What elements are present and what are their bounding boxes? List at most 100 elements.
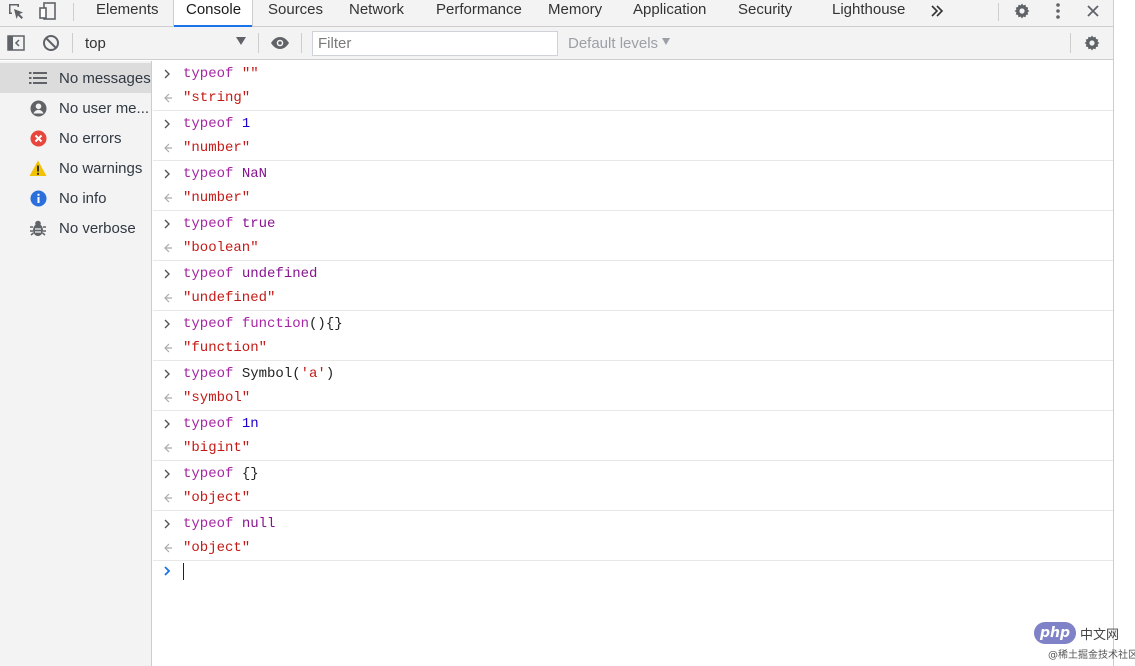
result-arrow-icon (164, 443, 172, 453)
chevron-right-icon (164, 169, 170, 179)
warning-icon (29, 159, 47, 177)
argument: true (241, 216, 276, 232)
sidebar-item-messages[interactable]: No messages (0, 63, 151, 93)
divider (1070, 33, 1071, 53)
tab-console[interactable]: Console (173, 0, 253, 27)
keyword: typeof (183, 366, 242, 382)
device-toolbar-icon[interactable] (36, 0, 60, 22)
result-arrow-icon (164, 393, 172, 403)
console-entry: typeof 1 "number" (153, 111, 1113, 161)
result-value[interactable]: "symbol" (183, 390, 251, 406)
divider (73, 3, 74, 21)
context-value: top (85, 34, 106, 52)
console-entry: typeof true "boolean" (153, 211, 1113, 261)
double-chevron-right-icon[interactable] (925, 0, 949, 22)
tab-network[interactable]: Network (349, 1, 405, 18)
argument: {} (241, 466, 259, 482)
tab-sources[interactable]: Sources (268, 1, 324, 18)
tab-memory[interactable]: Memory (548, 1, 603, 18)
result-value[interactable]: "function" (183, 340, 268, 356)
sidebar-item-label: No user me... (59, 100, 150, 117)
argument: Symbol('a') (241, 366, 335, 382)
result-value[interactable]: "bigint" (183, 440, 251, 456)
result-value[interactable]: "undefined" (183, 290, 276, 306)
gear-icon[interactable] (1010, 0, 1034, 22)
sidebar-toggle-icon[interactable] (5, 32, 27, 54)
result-arrow-icon (164, 293, 172, 303)
console-result-line: "undefined" (153, 287, 1113, 311)
vertical-ellipsis-icon[interactable] (1046, 0, 1070, 22)
console-entry: typeof undefined "undefined" (153, 261, 1113, 311)
clear-console-icon[interactable] (40, 32, 62, 54)
divider (998, 3, 999, 21)
chevron-right-icon (164, 269, 170, 279)
tab-lighthouse[interactable]: Lighthouse (832, 1, 906, 18)
keyword: typeof (183, 216, 242, 232)
tab-security[interactable]: Security (738, 1, 793, 18)
argument: "" (241, 66, 259, 82)
chevron-right-icon (164, 519, 170, 529)
sidebar-item-errors[interactable]: No errors (0, 123, 151, 153)
tab-performance[interactable]: Performance (436, 1, 522, 18)
sidebar-item-verbose[interactable]: No verbose (0, 213, 151, 243)
console-input-line: typeof 1 (153, 113, 1113, 137)
result-value[interactable]: "number" (183, 190, 251, 206)
eye-icon[interactable] (269, 32, 291, 54)
bug-icon (29, 219, 47, 237)
dropdown-arrow-icon (236, 37, 246, 45)
chevron-right-icon (164, 119, 170, 129)
argument: 1n (241, 416, 259, 432)
sidebar-item-label: No info (59, 190, 107, 207)
right-edge (1113, 0, 1135, 666)
watermark-sub: @稀土掘金技术社区 (1048, 650, 1135, 661)
result-arrow-icon (164, 543, 172, 553)
sidebar-item-info[interactable]: No info (0, 183, 151, 213)
console-entry: typeof "" "string" (153, 61, 1113, 111)
keyword: typeof (183, 66, 242, 82)
console-result-line: "object" (153, 487, 1113, 511)
console-input-line: typeof "" (153, 63, 1113, 87)
console-result-line: "number" (153, 187, 1113, 211)
sidebar-item-label: No warnings (59, 160, 143, 177)
filter-input[interactable] (312, 31, 558, 56)
tab-elements[interactable]: Elements (96, 1, 159, 18)
console-entry: typeof null "object" (153, 511, 1113, 561)
console-result-line: "symbol" (153, 387, 1113, 411)
context-selector[interactable]: top (78, 31, 252, 55)
console-input-line: typeof true (153, 213, 1113, 237)
console-result-line: "string" (153, 87, 1113, 111)
console-prompt-input[interactable] (153, 561, 1113, 585)
result-value[interactable]: "object" (183, 490, 251, 506)
tab-application[interactable]: Application (633, 1, 707, 18)
prompt-chevron-icon (164, 566, 171, 576)
argument: function(){} (241, 316, 343, 332)
console-sidebar: No messages No user me... No errors No w… (0, 61, 152, 666)
keyword: typeof (183, 266, 242, 282)
console-input-line: typeof function(){} (153, 313, 1113, 337)
keyword: typeof (183, 516, 242, 532)
devtools-tab-bar: Elements Console Sources Network Perform… (0, 0, 1113, 27)
console-entry: typeof 1n "bigint" (153, 411, 1113, 461)
result-arrow-icon (164, 243, 172, 253)
result-value[interactable]: "number" (183, 140, 251, 156)
console-input-line: typeof null (153, 513, 1113, 537)
console-input-line: typeof 1n (153, 413, 1113, 437)
result-arrow-icon (164, 493, 172, 503)
keyword: typeof (183, 466, 242, 482)
close-icon[interactable] (1081, 0, 1105, 22)
watermark-cn: 中文网 (1080, 628, 1120, 643)
inspect-element-icon[interactable] (4, 0, 28, 22)
log-levels-dropdown[interactable]: Default levels (568, 35, 671, 52)
console-entry: typeof Symbol('a') "symbol" (153, 361, 1113, 411)
chevron-right-icon (164, 219, 170, 229)
result-value[interactable]: "boolean" (183, 240, 259, 256)
log-levels-label: Default levels (568, 35, 659, 52)
console-entry: typeof function(){} "function" (153, 311, 1113, 361)
result-value[interactable]: "string" (183, 90, 251, 106)
result-value[interactable]: "object" (183, 540, 251, 556)
sidebar-item-user-messages[interactable]: No user me... (0, 93, 151, 123)
console-messages[interactable]: typeof "" "string" typeof 1 "number" typ… (153, 61, 1113, 666)
sidebar-item-warnings[interactable]: No warnings (0, 153, 151, 183)
console-settings-gear-icon[interactable] (1081, 32, 1103, 54)
console-result-line: "boolean" (153, 237, 1113, 261)
